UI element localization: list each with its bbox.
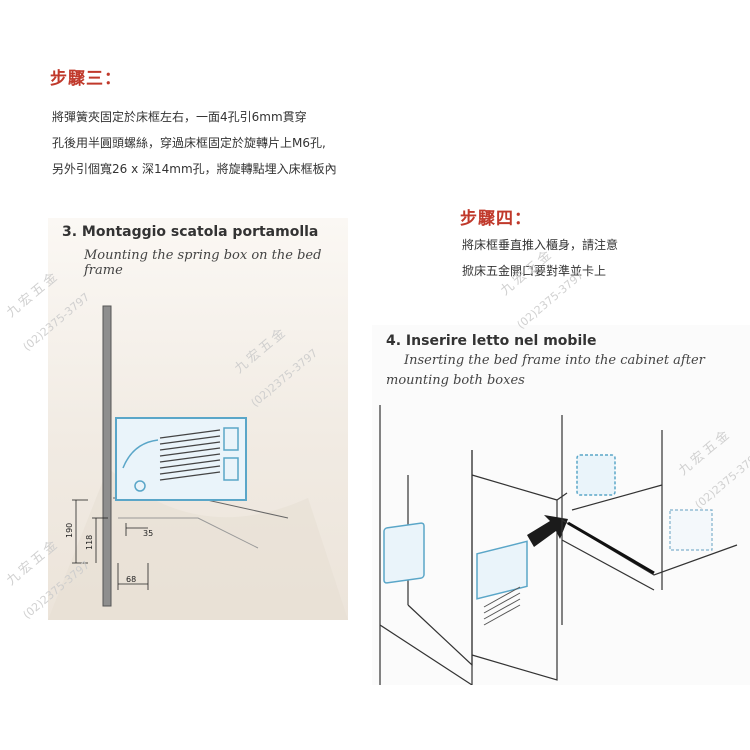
step4-title: 步驟四： — [460, 209, 532, 229]
figure3-title: 3. Montaggio scatola portamolla — [62, 224, 319, 240]
step3-line-2: 孔後用半圓頭螺絲，穿過床框固定於旋轉片上M6孔, — [52, 136, 326, 150]
step4-instructions: 將床框垂直推入櫃身，請注意 掀床五金開口要對準並卡上 — [462, 232, 742, 284]
figure3-subtitle: Mounting the spring box on the bed frame — [84, 248, 322, 278]
figure4-panel: 4. Inserire letto nel mobile Inserting t… — [372, 325, 750, 685]
step3-instructions: 將彈簧夾固定於床框左右，一面4孔引6mm貫穿 孔後用半圓頭螺絲，穿過床框固定於旋… — [52, 104, 432, 182]
step3-title: 步驟三： — [50, 69, 122, 89]
step3-line-1: 將彈簧夾固定於床框左右，一面4孔引6mm貫穿 — [52, 110, 307, 124]
step4-line-2: 掀床五金開口要對準並卡上 — [462, 264, 607, 278]
figure4-subtitle-line1: Inserting the bed frame into the cabinet… — [404, 353, 705, 368]
cabinet-diagram — [379, 405, 738, 685]
dim-190: 190 — [65, 523, 74, 538]
dim-35: 35 — [143, 529, 153, 538]
dim-118: 118 — [85, 535, 94, 550]
dim-68: 68 — [126, 575, 136, 584]
figure4-subtitle-line2: mounting both boxes — [386, 373, 525, 388]
spring-box-diagram: 190 118 35 68 — [48, 305, 348, 620]
figure4-title: 4. Inserire letto nel mobile — [386, 333, 597, 349]
step4-line-1: 將床框垂直推入櫃身，請注意 — [462, 238, 619, 252]
figure3-panel: 3. Montaggio scatola portamolla Mounting… — [48, 218, 348, 620]
step3-line-3: 另外引個寬26 x 深14mm孔，將旋轉點埋入床框板內 — [52, 162, 337, 176]
